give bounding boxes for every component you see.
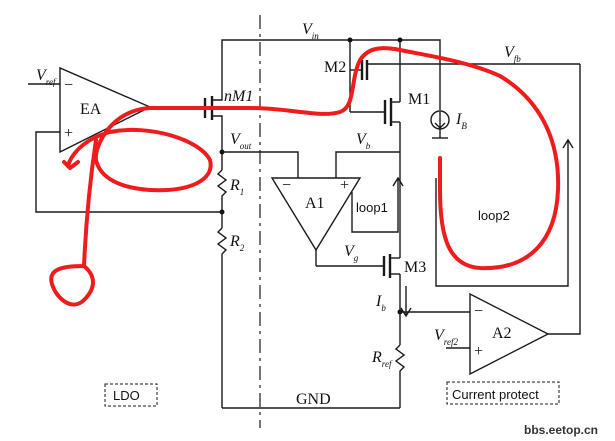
ib-arrow — [400, 286, 412, 318]
red-annotation-loop2 — [398, 48, 561, 271]
loop2-arrow — [435, 138, 574, 287]
ib-current-source — [430, 110, 450, 139]
vin-label: Vin — [302, 21, 319, 41]
loop2-label: loop2 — [478, 208, 510, 223]
ea-amplifier — [28, 66, 152, 154]
ea-plus-label: + — [64, 125, 73, 142]
a2-amplifier — [446, 64, 581, 376]
current-protect-box — [446, 381, 560, 405]
a1-amplifier — [270, 151, 400, 267]
ib-small-label: Ib — [375, 293, 386, 313]
red-annotation-tail — [49, 138, 98, 307]
red-annotation-loop1 — [66, 46, 402, 193]
current-protect-label: Current protect — [452, 387, 539, 402]
vref2-label: Vref2 — [434, 327, 458, 347]
ldo-label: LDO — [113, 388, 140, 403]
vg-label: Vg — [344, 243, 359, 263]
vref-label: Vref — [36, 67, 57, 87]
a2-plus-label: + — [474, 343, 483, 360]
m3-label: M3 — [404, 259, 426, 276]
feedback-network — [35, 131, 299, 408]
ldo-box — [104, 383, 158, 407]
a1-label: A1 — [305, 195, 325, 212]
vfb-label: Vfb — [504, 44, 521, 64]
vout-label: Vout — [230, 131, 252, 151]
vb-label: Vb — [356, 131, 371, 151]
a1-plus-label: + — [340, 177, 349, 194]
m1-transistor — [350, 88, 401, 152]
ea-label: EA — [80, 101, 102, 118]
loop1-arrow — [351, 176, 404, 233]
rref-resistor — [394, 309, 470, 408]
red-annotation-arrowhead — [62, 160, 80, 170]
nm1-label: nM1 — [224, 88, 253, 105]
a2-minus-label: − — [474, 303, 483, 320]
red-annotations — [49, 46, 561, 307]
watermark-text: bbs.eetop.cn — [524, 423, 598, 437]
rref-label: Rref — [371, 349, 393, 369]
r2-label: R2 — [229, 233, 245, 253]
loop1-label: loop1 — [356, 200, 388, 215]
m2-label: M2 — [324, 59, 346, 76]
m1-label: M1 — [408, 91, 430, 108]
ea-minus-label: − — [64, 77, 73, 94]
r1-label: R1 — [229, 177, 244, 197]
gnd-label: GND — [296, 391, 331, 408]
a1-minus-label: − — [282, 177, 291, 194]
ib-big-label: IB — [455, 111, 467, 131]
a2-label: A2 — [492, 325, 512, 342]
